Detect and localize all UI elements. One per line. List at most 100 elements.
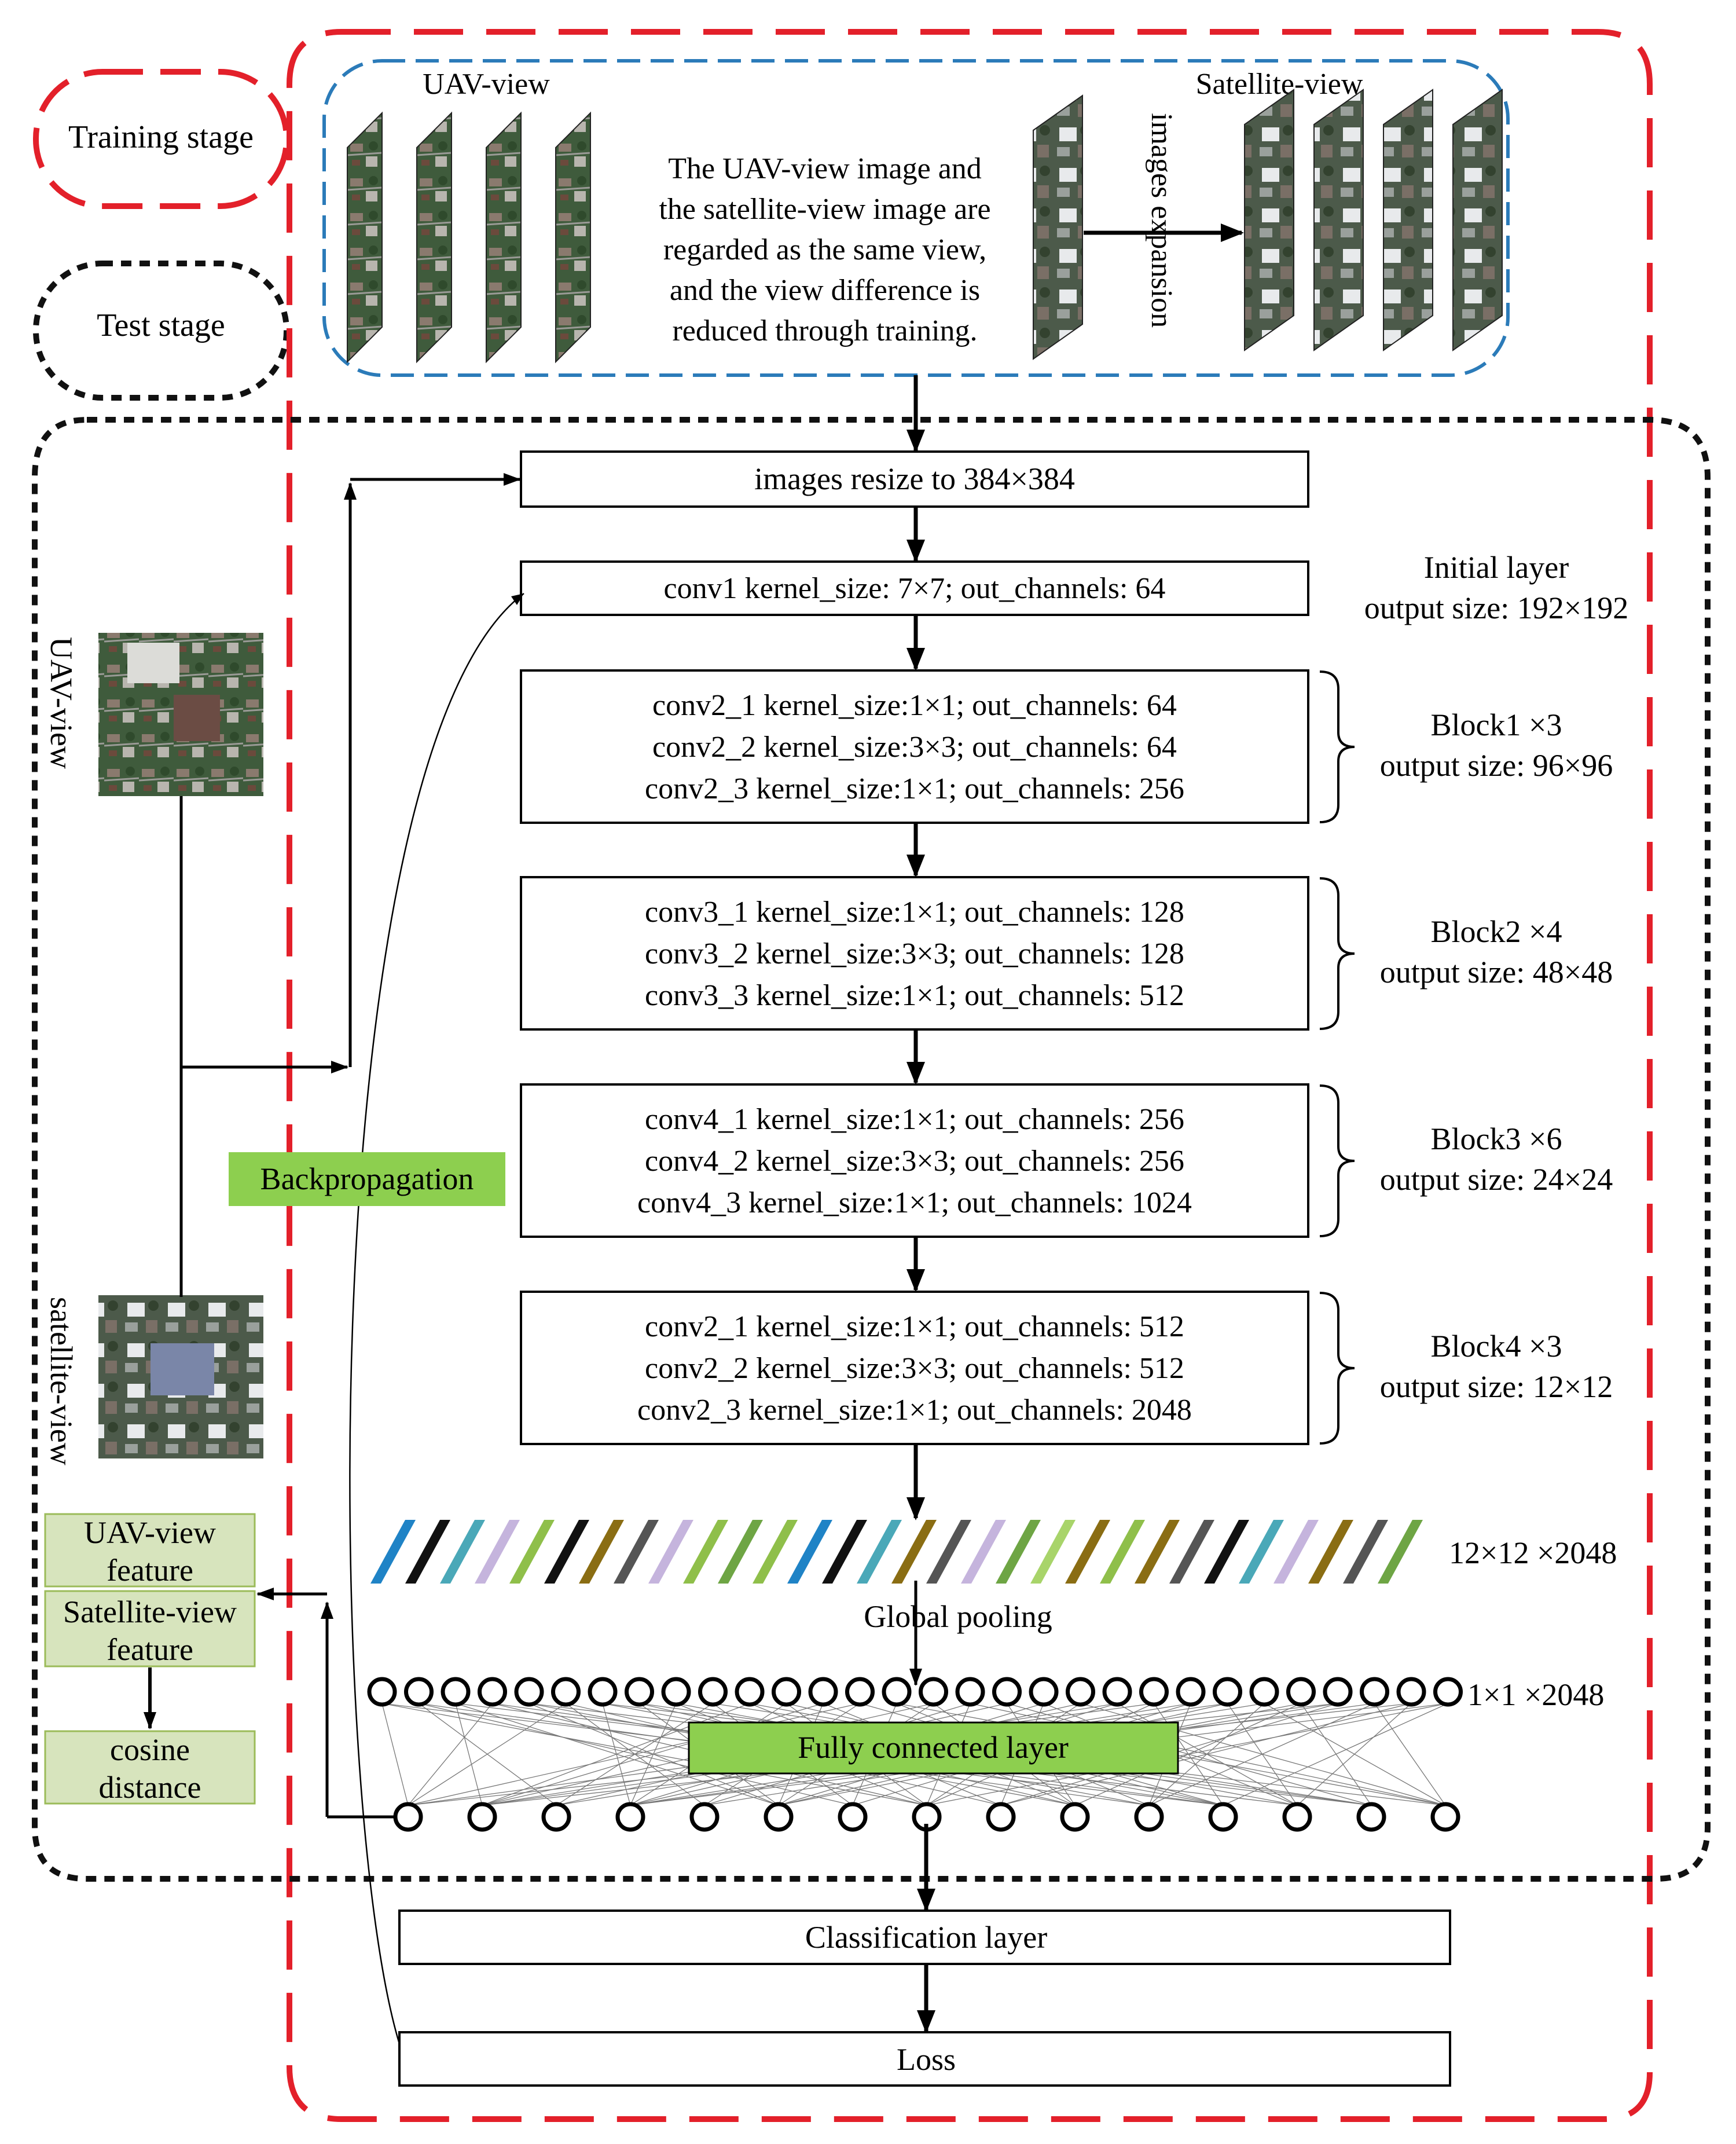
- feature-slice: [1030, 1520, 1076, 1584]
- distance-line-2: distance: [99, 1770, 201, 1805]
- pooled-node: [588, 1677, 618, 1707]
- pooled-node: [367, 1677, 397, 1707]
- uav-image-stack: [347, 111, 591, 364]
- backprop-curve: [349, 593, 524, 2044]
- fc-connection-line: [381, 1703, 409, 1806]
- block1-size: output size: 96×96: [1380, 748, 1613, 783]
- fc-connection-line: [926, 1703, 1448, 1806]
- feature-slice: [1378, 1520, 1423, 1584]
- fc-output-node: [1134, 1802, 1164, 1832]
- pooled-label: 1×1 ×2048: [1467, 1677, 1604, 1712]
- fc-output-node: [1430, 1802, 1460, 1832]
- test-stage-label: Test stage: [97, 307, 225, 343]
- fc-output-node: [1060, 1802, 1090, 1832]
- classification-label: Classification layer: [805, 1920, 1047, 1955]
- view-note: The UAV-view image and the satellite-vie…: [659, 152, 990, 347]
- pooled-node: [955, 1677, 985, 1707]
- note-line-3: regarded as the same view,: [663, 233, 986, 266]
- feature-slice: [440, 1520, 485, 1584]
- block2-name: Block2 ×4: [1431, 914, 1562, 949]
- block2-size: output size: 48×48: [1380, 955, 1613, 989]
- fc-output-node: [986, 1802, 1016, 1832]
- pooled-node: [1249, 1677, 1279, 1707]
- pooled-node: [661, 1677, 691, 1707]
- pooled-node: [1213, 1677, 1242, 1707]
- fc-output-nodes: [393, 1802, 1460, 1832]
- block1-line-3: conv2_3 kernel_size:1×1; out_channels: 2…: [645, 772, 1184, 805]
- training-stage-legend: Training stage: [33, 69, 289, 209]
- feature-slice: [1273, 1520, 1319, 1584]
- pooled-node: [478, 1677, 507, 1707]
- pooled-node: [992, 1677, 1022, 1707]
- pooled-node: [1176, 1677, 1206, 1707]
- fc-connection-line: [482, 1703, 824, 1806]
- pooled-node: [514, 1677, 544, 1707]
- block2-line-3: conv3_3 kernel_size:1×1; out_channels: 5…: [645, 979, 1184, 1012]
- feature-slice: [996, 1520, 1041, 1584]
- pooled-node: [404, 1677, 434, 1707]
- block4-line-2: conv2_2 kernel_size:3×3; out_channels: 5…: [645, 1352, 1184, 1385]
- block4-name: Block4 ×3: [1431, 1329, 1562, 1364]
- block4-line-1: conv2_1 kernel_size:1×1; out_channels: 5…: [645, 1310, 1184, 1343]
- fc-output-node: [838, 1802, 868, 1832]
- block3-line-1: conv4_1 kernel_size:1×1; out_channels: 2…: [645, 1103, 1184, 1136]
- satellite-source-image: [1033, 94, 1083, 360]
- resize-box: [520, 450, 1309, 508]
- fc-output-node: [615, 1802, 645, 1832]
- pooled-node: [1102, 1677, 1132, 1707]
- feature-map-label: 12×12 ×2048: [1449, 1535, 1617, 1570]
- pooled-node: [845, 1677, 875, 1707]
- feature-slice: [822, 1520, 867, 1584]
- block3-name: Block3 ×6: [1431, 1122, 1562, 1156]
- cosine-distance-box: cosine distance: [44, 1730, 256, 1805]
- expansion-label: images expansion: [1145, 113, 1178, 328]
- feature-slice: [1343, 1520, 1388, 1584]
- block2-line-2: conv3_2 kernel_size:3×3; out_channels: 1…: [645, 937, 1184, 970]
- fc-output-node: [393, 1802, 423, 1832]
- feature-slice: [1065, 1520, 1110, 1584]
- feature-slice: [405, 1520, 450, 1584]
- feature-slice: [857, 1520, 902, 1584]
- feature-slice: [475, 1520, 520, 1584]
- pooled-node: [1029, 1677, 1059, 1707]
- feature-slice: [1204, 1520, 1249, 1584]
- fc-output-node: [467, 1802, 497, 1832]
- block2: conv3_1 kernel_size:1×1; out_channels: 1…: [520, 876, 1613, 1031]
- training-region-border: [287, 29, 1653, 2122]
- block4: conv2_1 kernel_size:1×1; out_channels: 5…: [520, 1291, 1613, 1445]
- block3-brace: [1319, 1084, 1355, 1237]
- note-line-1: The UAV-view image and: [668, 152, 982, 185]
- feature-slice: [891, 1520, 937, 1584]
- fc-connection-line: [408, 1703, 566, 1806]
- backprop-label: Backpropagation: [260, 1161, 474, 1196]
- feature-slice: [1100, 1520, 1145, 1584]
- fc-connection-line: [1000, 1703, 1412, 1806]
- pooled-node: [698, 1677, 728, 1707]
- block4-line-3: conv2_3 kernel_size:1×1; out_channels: 2…: [637, 1394, 1192, 1427]
- sat-feature-box: Satellite-view feature: [44, 1590, 256, 1667]
- backprop-arrowhead: [511, 593, 524, 605]
- distance-line-1: cosine: [110, 1732, 190, 1767]
- pooled-node: [919, 1677, 948, 1707]
- pooled-node: [808, 1677, 838, 1707]
- block1: conv2_1 kernel_size:1×1; out_channels: 6…: [520, 669, 1613, 824]
- feature-map-slices: [370, 1520, 1423, 1584]
- note-line-2: the satellite-view image are: [659, 193, 990, 226]
- pooled-node: [625, 1677, 654, 1707]
- loss-box: [398, 2031, 1451, 2087]
- fc-layer-box: [688, 1721, 1179, 1775]
- fc-output-node: [541, 1802, 571, 1832]
- satellite-view-side-label: satellite-view: [44, 1297, 79, 1465]
- conv1-label: conv1 kernel_size: 7×7; out_channels: 64: [664, 572, 1166, 605]
- block4-brace: [1319, 1292, 1355, 1445]
- satellite-image-stack: [1244, 89, 1503, 351]
- block2-line-1: conv3_1 kernel_size:1×1; out_channels: 1…: [645, 896, 1184, 929]
- pooled-feature-nodes: [367, 1677, 1463, 1707]
- pooled-node: [735, 1677, 765, 1707]
- fc-connection-line: [455, 1703, 779, 1806]
- block3: conv4_1 kernel_size:1×1; out_channels: 2…: [520, 1083, 1613, 1238]
- fc-connection-line: [1297, 1703, 1412, 1806]
- feature-slice: [787, 1520, 832, 1584]
- block3-size: output size: 24×24: [1380, 1162, 1613, 1197]
- initial-layer-size: output size: 192×192: [1364, 591, 1628, 625]
